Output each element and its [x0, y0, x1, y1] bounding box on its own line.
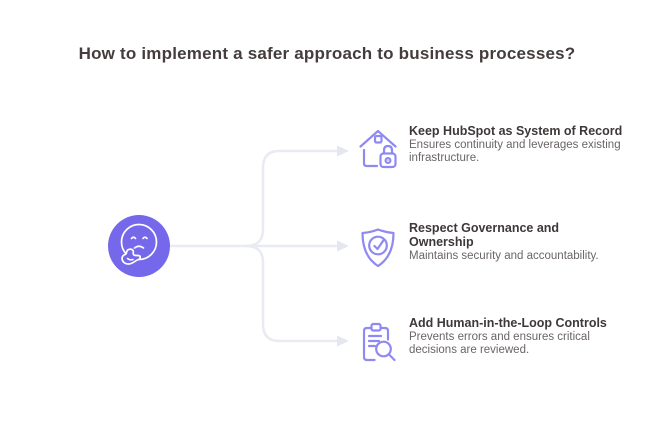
item-description: Prevents errors and ensures critical dec…: [409, 331, 590, 356]
list-item-keep-hubspot: Keep HubSpot as System of Record Ensures…: [354, 124, 635, 178]
item-description: Ensures continuity and leverages existin…: [409, 139, 621, 164]
item-title: Respect Governance and Ownership: [409, 221, 560, 249]
page-title: How to implement a safer approach to bus…: [78, 44, 576, 63]
shield-check-icon: [361, 228, 395, 268]
arrowhead-bottom: [337, 335, 349, 347]
connector-top: [244, 149, 339, 248]
arrowhead-middle: [337, 240, 349, 252]
item-description: Maintains security and accountability.: [409, 250, 599, 262]
list-item-human-in-loop: Add Human-in-the-Loop Controls Prevents …: [354, 316, 635, 370]
thinking-face-icon: [120, 223, 158, 265]
item-title: Add Human-in-the-Loop Controls: [409, 316, 607, 330]
arrowhead-top: [337, 145, 349, 157]
house-lock-icon: [359, 129, 397, 169]
item-title: Keep HubSpot as System of Record: [409, 124, 623, 138]
connector-bottom: [244, 244, 339, 343]
clipboard-search-icon: [362, 322, 396, 362]
list-item-governance: Respect Governance and Ownership Maintai…: [354, 221, 599, 279]
central-node: [108, 215, 170, 277]
